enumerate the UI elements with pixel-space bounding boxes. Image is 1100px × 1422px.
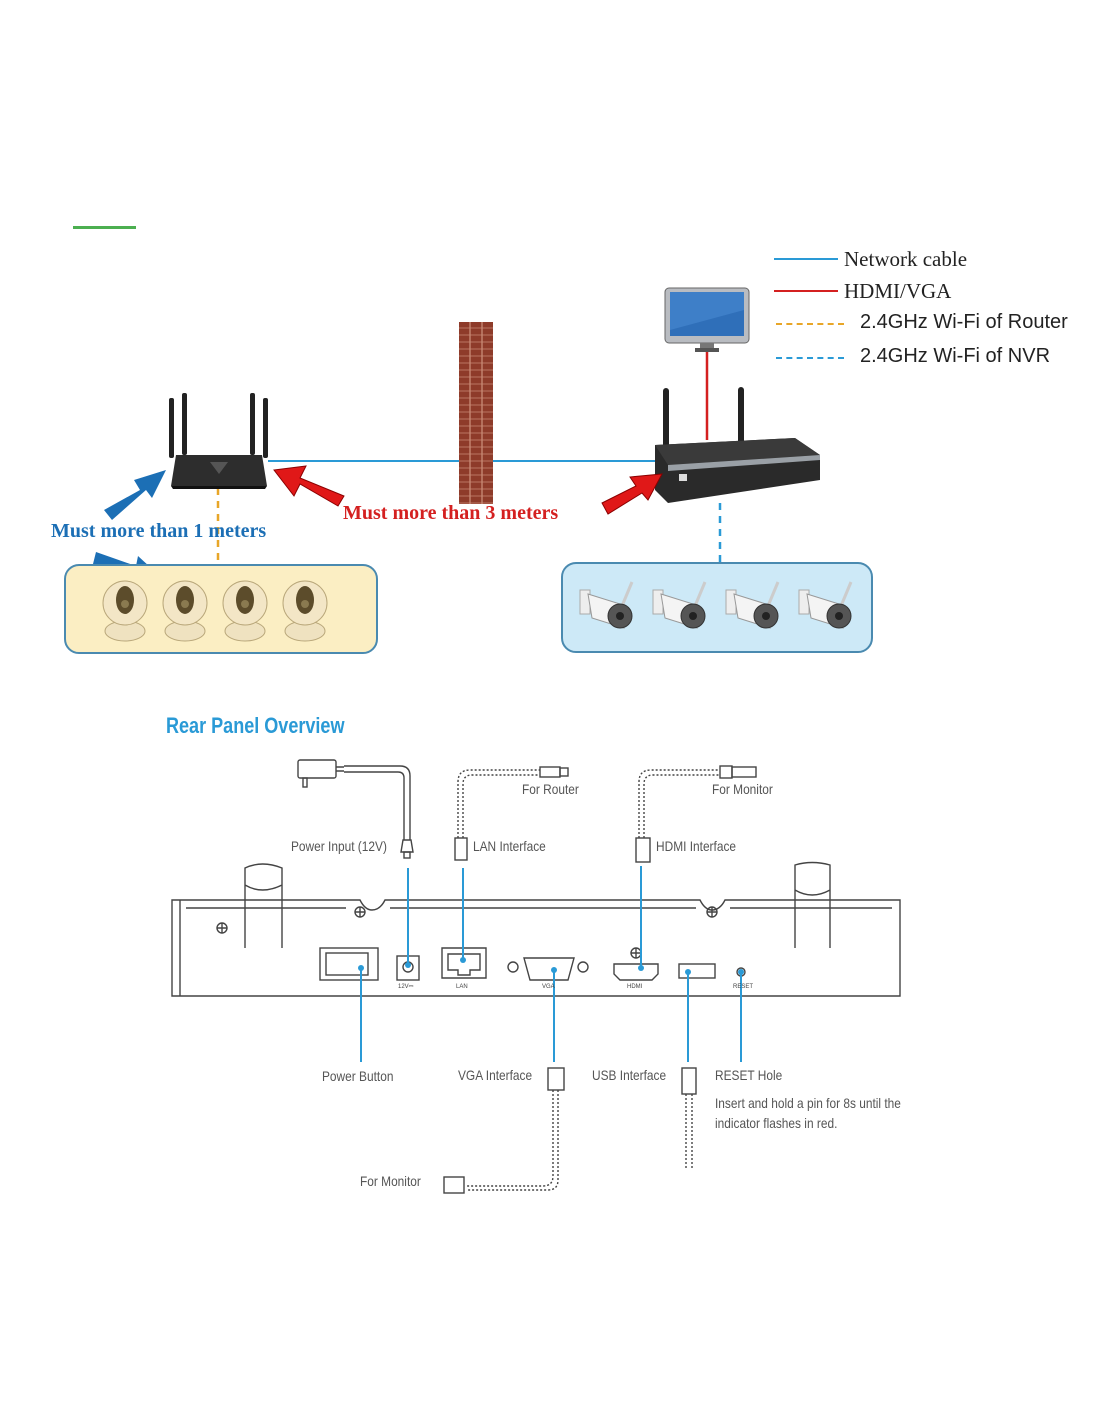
- vga-port: [523, 957, 575, 981]
- lan-port: [441, 947, 487, 979]
- label-power-input: Power Input (12V): [291, 838, 387, 854]
- label-vga-interface: VGA Interface: [458, 1067, 533, 1083]
- outdoor-camera-icon: [652, 581, 707, 629]
- port-mark-hdmi: HDMI: [627, 984, 643, 990]
- top-marker-line: [73, 226, 136, 229]
- right-antenna: [794, 861, 831, 948]
- indoor-camera-icon: [162, 580, 208, 642]
- legend-hdmi-vga-label: HDMI/VGA: [844, 279, 952, 303]
- legend-hdmi-vga-swatch: [774, 290, 838, 292]
- legend-router-wifi-label: 2.4GHz Wi-Fi of Router: [860, 311, 1068, 333]
- label-power-button: Power Button: [322, 1068, 394, 1084]
- outdoor-camera-icon: [798, 581, 853, 629]
- hdmi-port: [613, 963, 659, 981]
- label-for-monitor-top: For Monitor: [712, 781, 773, 797]
- reset-note-line2: indicator flashes in red.: [715, 1115, 838, 1131]
- label-lan-interface: LAN Interface: [473, 838, 546, 854]
- legend-network-cable-swatch: [774, 258, 838, 260]
- distance-label-router-nvr: Must more than 3 meters: [343, 502, 559, 524]
- legend-network-cable-label: Network cable: [844, 247, 968, 271]
- reset-note-line1: Insert and hold a pin for 8s until the: [715, 1095, 901, 1111]
- indoor-camera-icon: [102, 580, 148, 642]
- legend-nvr-wifi-label: 2.4GHz Wi-Fi of NVR: [860, 345, 1051, 367]
- left-antenna: [244, 863, 283, 948]
- legend-router-wifi-swatch: [776, 323, 844, 325]
- nvr-chassis: [171, 899, 901, 997]
- hdmi-cable-icon: [635, 765, 757, 863]
- usb-port: [678, 963, 716, 979]
- red-arrow-right: [601, 473, 663, 515]
- legend-nvr-wifi-swatch: [776, 357, 844, 359]
- distance-label-router-cameras: Must more than 1 meters: [51, 520, 267, 542]
- port-mark-lan: LAN: [456, 984, 468, 990]
- brick-wall: [459, 322, 493, 504]
- nvr-icon: [655, 387, 820, 503]
- router-icon: [169, 393, 268, 489]
- label-reset-hole: RESET Hole: [715, 1067, 783, 1083]
- monitor-icon: [664, 287, 750, 352]
- port-mark-power: 12V⎓: [398, 984, 414, 990]
- indoor-camera-icon: [282, 580, 328, 642]
- rear-panel-title: Rear Panel Overview: [166, 713, 345, 738]
- label-for-router: For Router: [522, 781, 579, 797]
- label-hdmi-interface: HDMI Interface: [656, 838, 737, 854]
- power-switch: [319, 947, 379, 981]
- label-for-monitor-bottom: For Monitor: [360, 1173, 421, 1189]
- outdoor-camera-group: [561, 562, 873, 653]
- label-usb-interface: USB Interface: [592, 1067, 667, 1083]
- lan-cable-icon: [454, 766, 569, 861]
- outdoor-camera-icon: [579, 581, 634, 629]
- outdoor-camera-icon: [725, 581, 780, 629]
- port-mark-reset: RESET: [733, 984, 753, 990]
- indoor-camera-icon: [222, 580, 268, 642]
- port-mark-vga: VGA: [542, 984, 555, 990]
- power-adapter-icon: [297, 759, 414, 859]
- topology-diagram: [64, 287, 873, 654]
- red-arrow-left: [273, 465, 345, 507]
- blue-arrow-upper: [104, 470, 166, 520]
- legend: Network cable HDMI/VGA 2.4GHz Wi-Fi of R…: [772, 244, 1100, 374]
- rear-panel-diagram: 12V⎓ LAN VGA HDMI RESET: [171, 759, 901, 1194]
